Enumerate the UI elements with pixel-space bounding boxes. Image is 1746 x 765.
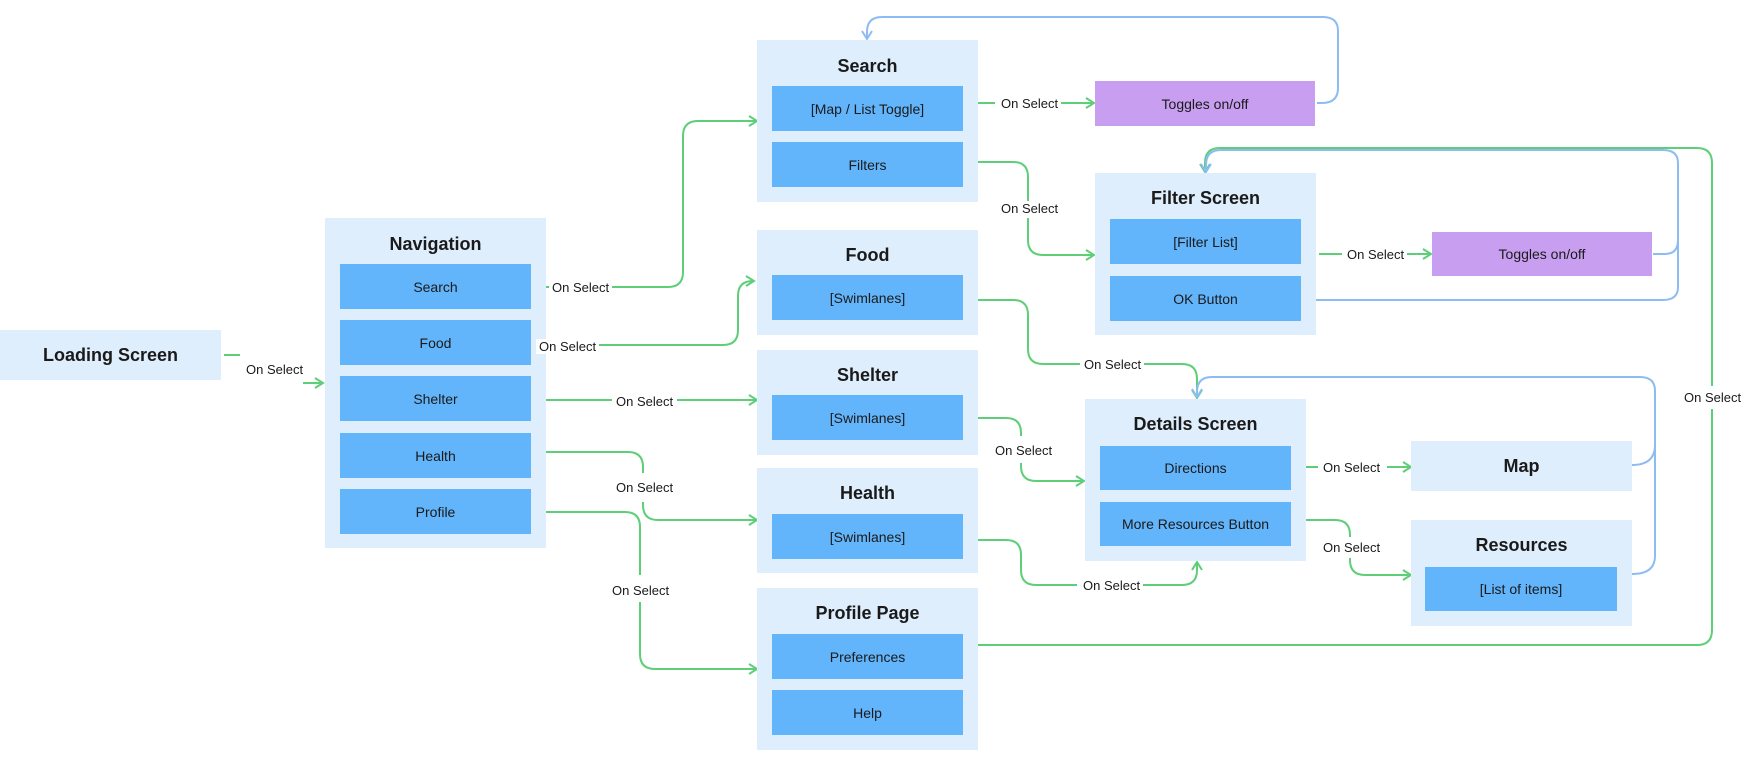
edge-label: On Select (1080, 578, 1144, 593)
edge-nav-profile-to-profile (525, 511, 756, 669)
edge-label: On Select (1320, 540, 1384, 555)
edge-health-to-details (963, 539, 1197, 586)
edge-label: On Select (998, 96, 1062, 111)
resources-title: Resources (1475, 535, 1568, 555)
edge-label: On Select (998, 201, 1062, 216)
edge-label: On Select (243, 362, 307, 377)
search-title: Search (837, 56, 898, 76)
details-screen-title: Details Screen (1133, 414, 1258, 434)
edge-label: On Select (1681, 390, 1745, 405)
map-node: Map (1411, 441, 1632, 491)
edge-ok-back-to-filterscreen (1303, 240, 1679, 301)
edge-loading-to-navigation (224, 354, 322, 383)
ok-button[interactable]: OK Button (1110, 276, 1301, 321)
nav-item-profile[interactable]: Profile (340, 489, 531, 534)
edge-label: On Select (549, 280, 613, 295)
nav-item-shelter[interactable]: Shelter (340, 376, 531, 421)
food-swimlanes[interactable]: [Swimlanes] (772, 275, 963, 320)
navigation-title: Navigation (389, 234, 482, 254)
list-of-items[interactable]: [List of items] (1425, 567, 1617, 611)
preferences-button[interactable]: Preferences (772, 634, 963, 679)
help-button[interactable]: Help (772, 690, 963, 735)
nav-item-health[interactable]: Health (340, 433, 531, 478)
edge-nav-health-to-health (532, 451, 756, 520)
directions-button[interactable]: Directions (1100, 446, 1291, 490)
search-toggle-node: Toggles on/off (1095, 81, 1315, 126)
edge-map-back-to-details (1191, 376, 1656, 466)
edge-label: On Select (613, 480, 677, 495)
edge-toggle-back-to-filterscreen (1200, 149, 1679, 255)
filter-screen-title: Filter Screen (1150, 188, 1261, 208)
loading-screen-node: Loading Screen (0, 330, 221, 380)
health-title: Health (839, 483, 895, 503)
edge-label: On Select (536, 339, 600, 354)
more-resources-button[interactable]: More Resources Button (1100, 502, 1291, 546)
filters-button[interactable]: Filters (772, 142, 963, 187)
edge-label: On Select (1320, 460, 1384, 475)
loading-screen-title: Loading Screen (42, 345, 179, 365)
health-swimlanes[interactable]: [Swimlanes] (772, 514, 963, 559)
nav-item-search[interactable]: Search (340, 264, 531, 309)
profile-page-title: Profile Page (815, 603, 920, 623)
edge-label: On Select (992, 443, 1056, 458)
edge-nav-search-to-search (532, 121, 756, 288)
food-title: Food (845, 245, 890, 265)
edge-label: On Select (1081, 357, 1145, 372)
map-list-toggle-button[interactable]: [Map / List Toggle] (772, 86, 963, 131)
edge-label: On Select (1344, 247, 1408, 262)
edge-label: On Select (609, 583, 673, 598)
map-title: Map (1503, 456, 1540, 476)
edge-filters-to-filterscreen (963, 161, 1093, 255)
filter-list[interactable]: [Filter List] (1110, 219, 1301, 264)
edge-preferences-to-filterscreen (963, 147, 1713, 646)
edge-toggle-back-to-search (861, 16, 1339, 104)
shelter-title: Shelter (836, 365, 899, 385)
edge-label: On Select (613, 394, 677, 409)
edge-food-to-details (963, 299, 1197, 397)
edge-shelter-to-details (963, 417, 1083, 481)
shelter-swimlanes[interactable]: [Swimlanes] (772, 395, 963, 440)
filter-toggle-node: Toggles on/off (1432, 232, 1652, 276)
edge-moreresources-to-resources (1292, 519, 1410, 575)
edge-resources-back-to-details (1631, 445, 1656, 575)
nav-item-food[interactable]: Food (340, 320, 531, 365)
